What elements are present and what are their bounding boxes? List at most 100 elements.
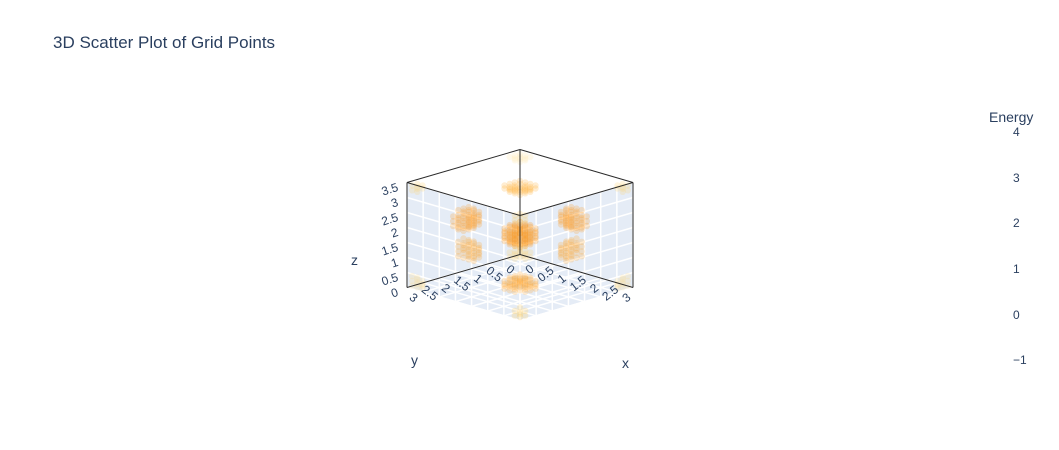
scatter-point	[563, 244, 570, 252]
scatter-point	[470, 210, 477, 217]
scatter-point	[568, 224, 575, 231]
scatter-point	[511, 236, 518, 243]
scatter-point	[532, 277, 539, 285]
scatter-point	[527, 223, 534, 230]
point-cluster[interactable]	[557, 203, 590, 234]
scatter-point	[522, 231, 529, 239]
scatter-point	[527, 234, 534, 241]
chart-title: 3D Scatter Plot of Grid Points	[53, 33, 276, 52]
scatter-point	[470, 238, 477, 245]
scatter-point	[409, 277, 416, 285]
scatter-point	[527, 284, 534, 291]
scatter-point	[578, 243, 585, 250]
point-cluster[interactable]	[450, 203, 483, 234]
scatter-point	[470, 248, 477, 255]
scatter-point	[573, 244, 580, 252]
scatter-point	[516, 271, 524, 278]
point-cluster[interactable]	[557, 235, 585, 264]
scatter-point	[511, 247, 518, 255]
scatter-point	[516, 274, 524, 281]
scatter-point	[563, 249, 570, 257]
scatter-point	[522, 239, 529, 246]
scatter-point	[511, 275, 518, 283]
scatter-point	[460, 215, 467, 222]
scatter-point	[419, 282, 426, 289]
scatter-point	[414, 274, 421, 281]
scatter-point	[563, 222, 570, 230]
scatter-point	[578, 216, 585, 223]
scatter-point	[522, 184, 529, 191]
scatter-point	[573, 208, 580, 215]
cube-edge	[519, 182, 634, 216]
scatter-point	[619, 185, 626, 192]
scatter-point	[573, 219, 580, 227]
scatter-point	[527, 231, 534, 238]
scatter-point	[475, 246, 483, 253]
scatter-point	[522, 285, 529, 292]
scatter-point	[501, 280, 508, 288]
scatter-point	[511, 307, 518, 314]
scatter-point	[522, 222, 529, 229]
scatter-point	[465, 219, 472, 226]
scatter-point	[573, 241, 580, 249]
scatter-point	[568, 256, 575, 263]
scatter-point	[475, 218, 483, 225]
scatter-point	[563, 219, 570, 227]
scatter-point	[563, 224, 570, 231]
z-tick-label: 1.5	[380, 240, 401, 259]
scatter-point	[527, 183, 534, 191]
scatter-point	[455, 226, 462, 233]
scatter-point	[511, 240, 518, 248]
scatter-point	[511, 283, 518, 291]
scatter-point	[527, 221, 534, 229]
scatter-point	[557, 211, 565, 219]
scatter-point	[557, 249, 565, 256]
point-cluster[interactable]	[501, 177, 539, 198]
scatter-point	[624, 272, 631, 280]
scatter-point	[522, 220, 529, 227]
scatter-point	[522, 280, 529, 288]
scatter-point	[506, 249, 513, 256]
scatter-point	[511, 223, 518, 230]
z-tick-label: 2.5	[380, 210, 401, 229]
scatter-point	[455, 211, 462, 219]
scatter-point	[511, 236, 518, 243]
scatter-point	[470, 211, 477, 219]
scatter-point	[470, 244, 477, 252]
point-cluster[interactable]	[455, 235, 483, 264]
scatter-point	[516, 276, 524, 283]
scatter-point	[475, 244, 483, 252]
scatter-point	[455, 216, 462, 223]
scatter-point	[465, 221, 472, 228]
scatter-point	[516, 284, 524, 291]
scatter-point	[557, 241, 565, 249]
scatter-point	[506, 280, 513, 288]
scatter-point	[511, 222, 518, 229]
scatter-point	[506, 188, 513, 195]
colorbar-title: Energy	[989, 109, 1034, 125]
scatter-point	[511, 233, 518, 240]
scatter-point	[563, 216, 570, 224]
scatter-point	[470, 205, 477, 212]
scatter-point	[573, 205, 580, 212]
scatter-point	[568, 246, 575, 253]
scatter-point	[522, 247, 529, 255]
scatter-point	[506, 241, 513, 248]
point-cluster[interactable]	[501, 218, 539, 251]
scatter-point	[557, 213, 565, 220]
scatter-point	[506, 183, 513, 191]
point-cluster[interactable]	[501, 271, 539, 295]
scatter-point	[522, 231, 529, 238]
scatter-point	[450, 218, 457, 225]
scatter-point	[465, 248, 472, 255]
scatter-point	[522, 312, 529, 319]
scatter-point	[475, 249, 483, 256]
scatter-point	[470, 252, 477, 260]
scatter-point	[460, 241, 467, 249]
scatter-point	[557, 208, 565, 216]
point-cluster[interactable]	[511, 304, 529, 321]
grid-x-line	[455, 267, 569, 303]
y-axis-title: y	[411, 352, 418, 368]
scatter-point	[516, 277, 524, 284]
